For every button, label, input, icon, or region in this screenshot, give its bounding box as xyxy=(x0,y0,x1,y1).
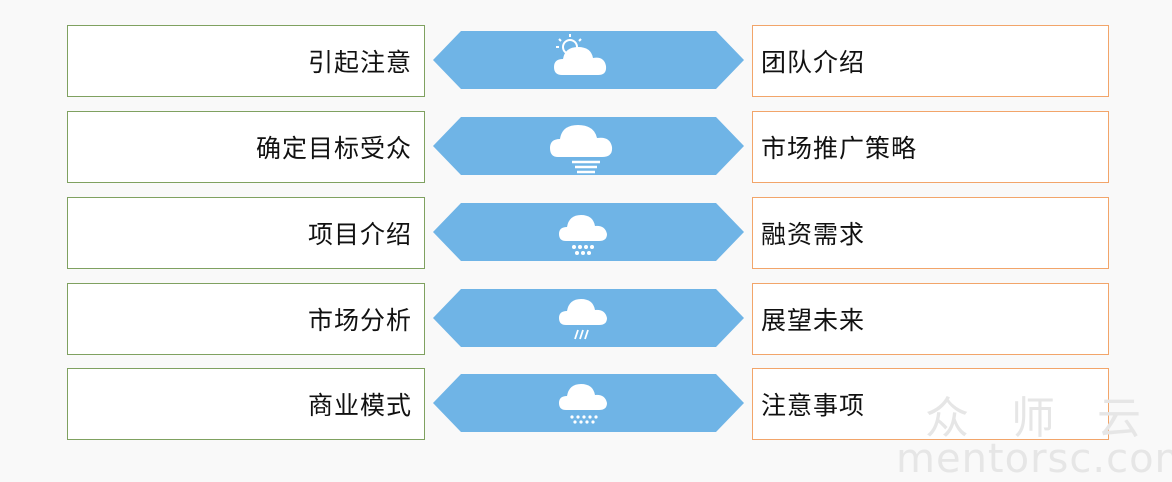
right-label-2: 市场推广策略 xyxy=(761,134,918,163)
right-label-4: 展望未来 xyxy=(761,306,866,335)
diagram-row-3: 项目介绍 融资需求 xyxy=(0,197,1172,273)
left-box-2: 确定目标受众 xyxy=(67,111,425,183)
diagram-row-5: 商业模式 注意事项 xyxy=(0,368,1172,444)
left-box-5: 商业模式 xyxy=(67,368,425,440)
left-label-2: 确定目标受众 xyxy=(255,134,412,163)
rain-cloud-icon xyxy=(544,283,634,355)
right-label-5: 注意事项 xyxy=(761,391,866,420)
right-box-2: 市场推广策略 xyxy=(752,111,1109,183)
left-box-4: 市场分析 xyxy=(67,283,425,355)
fog-cloud-icon xyxy=(544,111,634,183)
right-box-3: 融资需求 xyxy=(752,197,1109,269)
left-box-3: 项目介绍 xyxy=(67,197,425,269)
right-box-1: 团队介绍 xyxy=(752,25,1109,97)
left-label-5: 商业模式 xyxy=(307,391,412,420)
left-label-4: 市场分析 xyxy=(307,306,412,335)
left-label-3: 项目介绍 xyxy=(307,220,412,249)
diagram-row-4: 市场分析 展望未来 xyxy=(0,283,1172,359)
right-box-5: 注意事项 xyxy=(752,368,1109,440)
diagram-row-1: 引起注意 团队介绍 xyxy=(0,25,1172,101)
diagram-row-2: 确定目标受众 市场推广策略 xyxy=(0,111,1172,187)
left-box-1: 引起注意 xyxy=(67,25,425,97)
right-label-1: 团队介绍 xyxy=(761,48,866,77)
hail-cloud-icon xyxy=(544,197,634,269)
right-label-3: 融资需求 xyxy=(761,220,866,249)
left-label-1: 引起注意 xyxy=(307,48,412,77)
right-box-4: 展望未来 xyxy=(752,283,1109,355)
snow-cloud-icon xyxy=(544,368,634,440)
sun-cloud-icon xyxy=(544,25,634,97)
